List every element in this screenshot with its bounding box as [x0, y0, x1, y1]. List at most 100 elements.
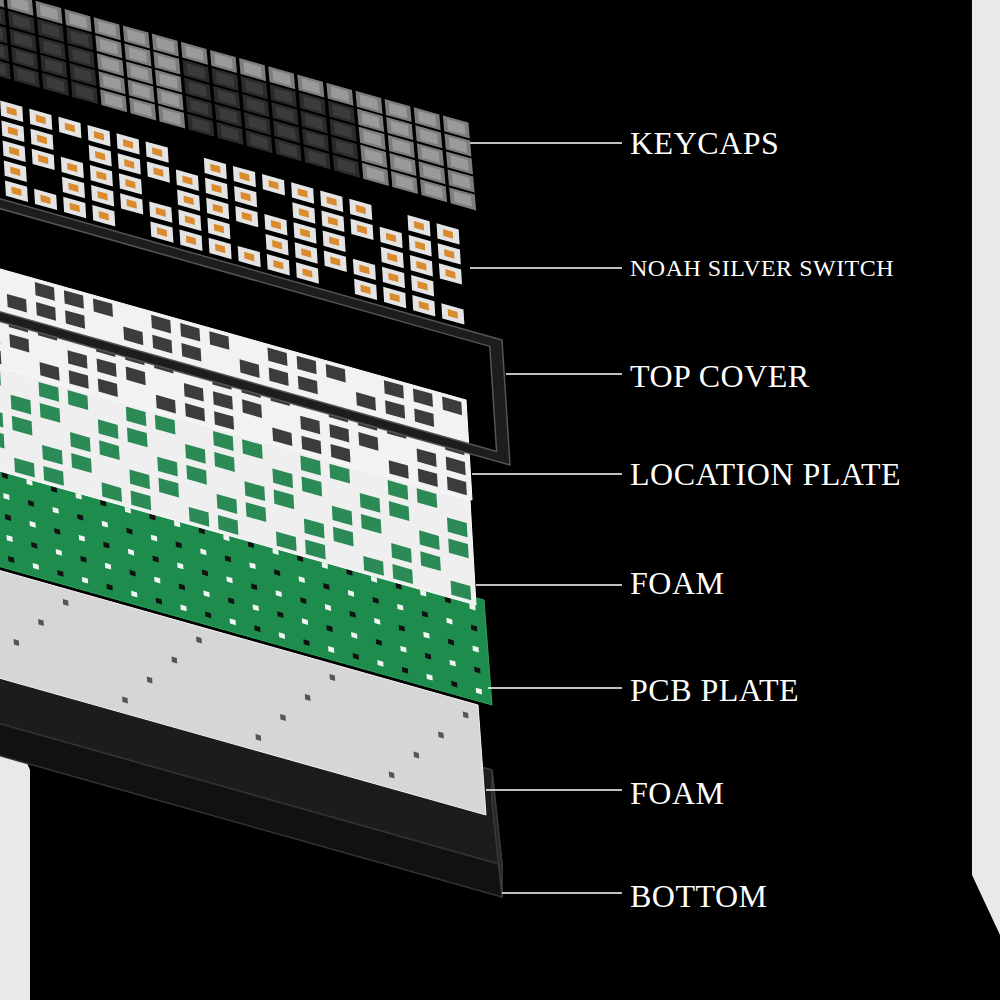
plate-cutout — [152, 335, 172, 354]
switch-housing — [295, 242, 318, 263]
leader-line — [486, 789, 622, 790]
switch-housing — [410, 255, 433, 276]
keycap-top — [276, 106, 294, 122]
switch-housing — [180, 230, 203, 251]
pcb-pad — [28, 500, 34, 507]
pcb-pad — [151, 535, 157, 542]
plate-cutout — [418, 468, 438, 487]
switch-stem — [95, 151, 105, 161]
keycap-top — [305, 114, 323, 130]
foam-cutout — [213, 431, 234, 451]
part-label: PCB PLATE — [630, 674, 799, 706]
foam-cutout — [276, 531, 297, 551]
switch-housing — [178, 210, 201, 231]
switch-housing — [0, 101, 23, 122]
switch-housing — [177, 190, 200, 211]
keycap — [362, 163, 389, 186]
foam-hole — [63, 599, 69, 606]
keycap-top — [331, 86, 349, 102]
keycap — [0, 0, 4, 8]
pcb-pad — [471, 625, 477, 632]
plate-cutout — [297, 356, 317, 375]
keycap-top — [389, 103, 407, 119]
switch-housing — [411, 275, 434, 296]
switch-stem — [445, 269, 455, 279]
keycap-top — [187, 63, 205, 79]
keycap-top — [391, 121, 409, 137]
switch-stem — [443, 229, 453, 239]
pcb-pad — [203, 591, 209, 598]
keycap-top — [277, 124, 295, 140]
plate-cutout — [447, 477, 467, 496]
keycap — [0, 39, 9, 62]
plate-cutout — [269, 368, 289, 387]
switch-stem — [386, 233, 396, 243]
keycap-top — [303, 96, 321, 112]
foam-cutout — [71, 453, 92, 473]
switch-stem — [182, 176, 192, 186]
switch-stem — [185, 216, 195, 226]
foam-cutout — [214, 452, 235, 472]
keycap-top — [161, 91, 180, 107]
foam-cutout — [392, 564, 413, 584]
part-label: LOCATION PLATE — [630, 458, 901, 490]
plate-cutout — [272, 428, 292, 447]
pcb-pad — [82, 577, 88, 584]
pcb-pad — [3, 493, 9, 500]
switch-stem — [97, 191, 107, 201]
keycap-top — [0, 6, 2, 22]
switch-stem — [123, 139, 133, 149]
keycap-top — [450, 155, 469, 171]
foam-cutout — [305, 540, 326, 560]
plate-cutout — [35, 282, 55, 301]
switch-stem — [211, 184, 221, 194]
keycap — [0, 21, 8, 44]
pcb-pad — [448, 639, 454, 646]
switch-stem — [94, 131, 104, 141]
plate-cutout — [65, 310, 85, 329]
switch-stem — [414, 221, 424, 231]
pcb-pad — [303, 639, 309, 646]
foam-cutout — [245, 481, 266, 501]
foam-cutout — [42, 445, 63, 465]
leader-line — [502, 892, 622, 893]
switch-housing — [58, 117, 81, 139]
foam-cutout — [329, 464, 350, 484]
plate-cutout — [64, 290, 84, 309]
switch-housing — [320, 191, 343, 212]
switch-stem — [99, 211, 109, 221]
plate-cutout — [329, 424, 349, 443]
keycap — [449, 187, 476, 210]
pcb-pad — [299, 576, 305, 583]
keycap-top — [41, 23, 59, 39]
keycap-top — [214, 54, 232, 70]
switch-stem — [417, 281, 427, 291]
switch-housing — [291, 182, 314, 203]
leader-lines — [470, 143, 622, 893]
keycap-top — [71, 31, 89, 47]
plate-cutout — [389, 460, 409, 479]
pcb-pad — [205, 612, 211, 619]
switch-housing — [91, 185, 114, 206]
foam-cutout — [98, 419, 119, 439]
switch-housing — [438, 243, 461, 264]
pcb-pad — [277, 611, 283, 618]
foam-cutout — [0, 366, 1, 386]
plate-cutout — [36, 302, 56, 321]
switch-housing — [383, 287, 406, 309]
plate-cutout — [385, 400, 405, 419]
keycap-top — [274, 88, 292, 104]
switch-housing — [266, 234, 289, 255]
foam-cutout — [68, 390, 89, 410]
keycap-top — [453, 191, 472, 207]
leader-line — [506, 373, 622, 374]
keycap-top — [163, 109, 182, 125]
foam-hole — [38, 619, 44, 626]
plate-cutout — [185, 403, 205, 422]
switch-housing — [296, 262, 319, 283]
plate-cutout — [98, 378, 118, 397]
foam-cutout — [129, 470, 150, 490]
keycap-top — [337, 158, 355, 174]
switch-housing — [150, 221, 173, 242]
plate-cutout — [301, 436, 321, 455]
